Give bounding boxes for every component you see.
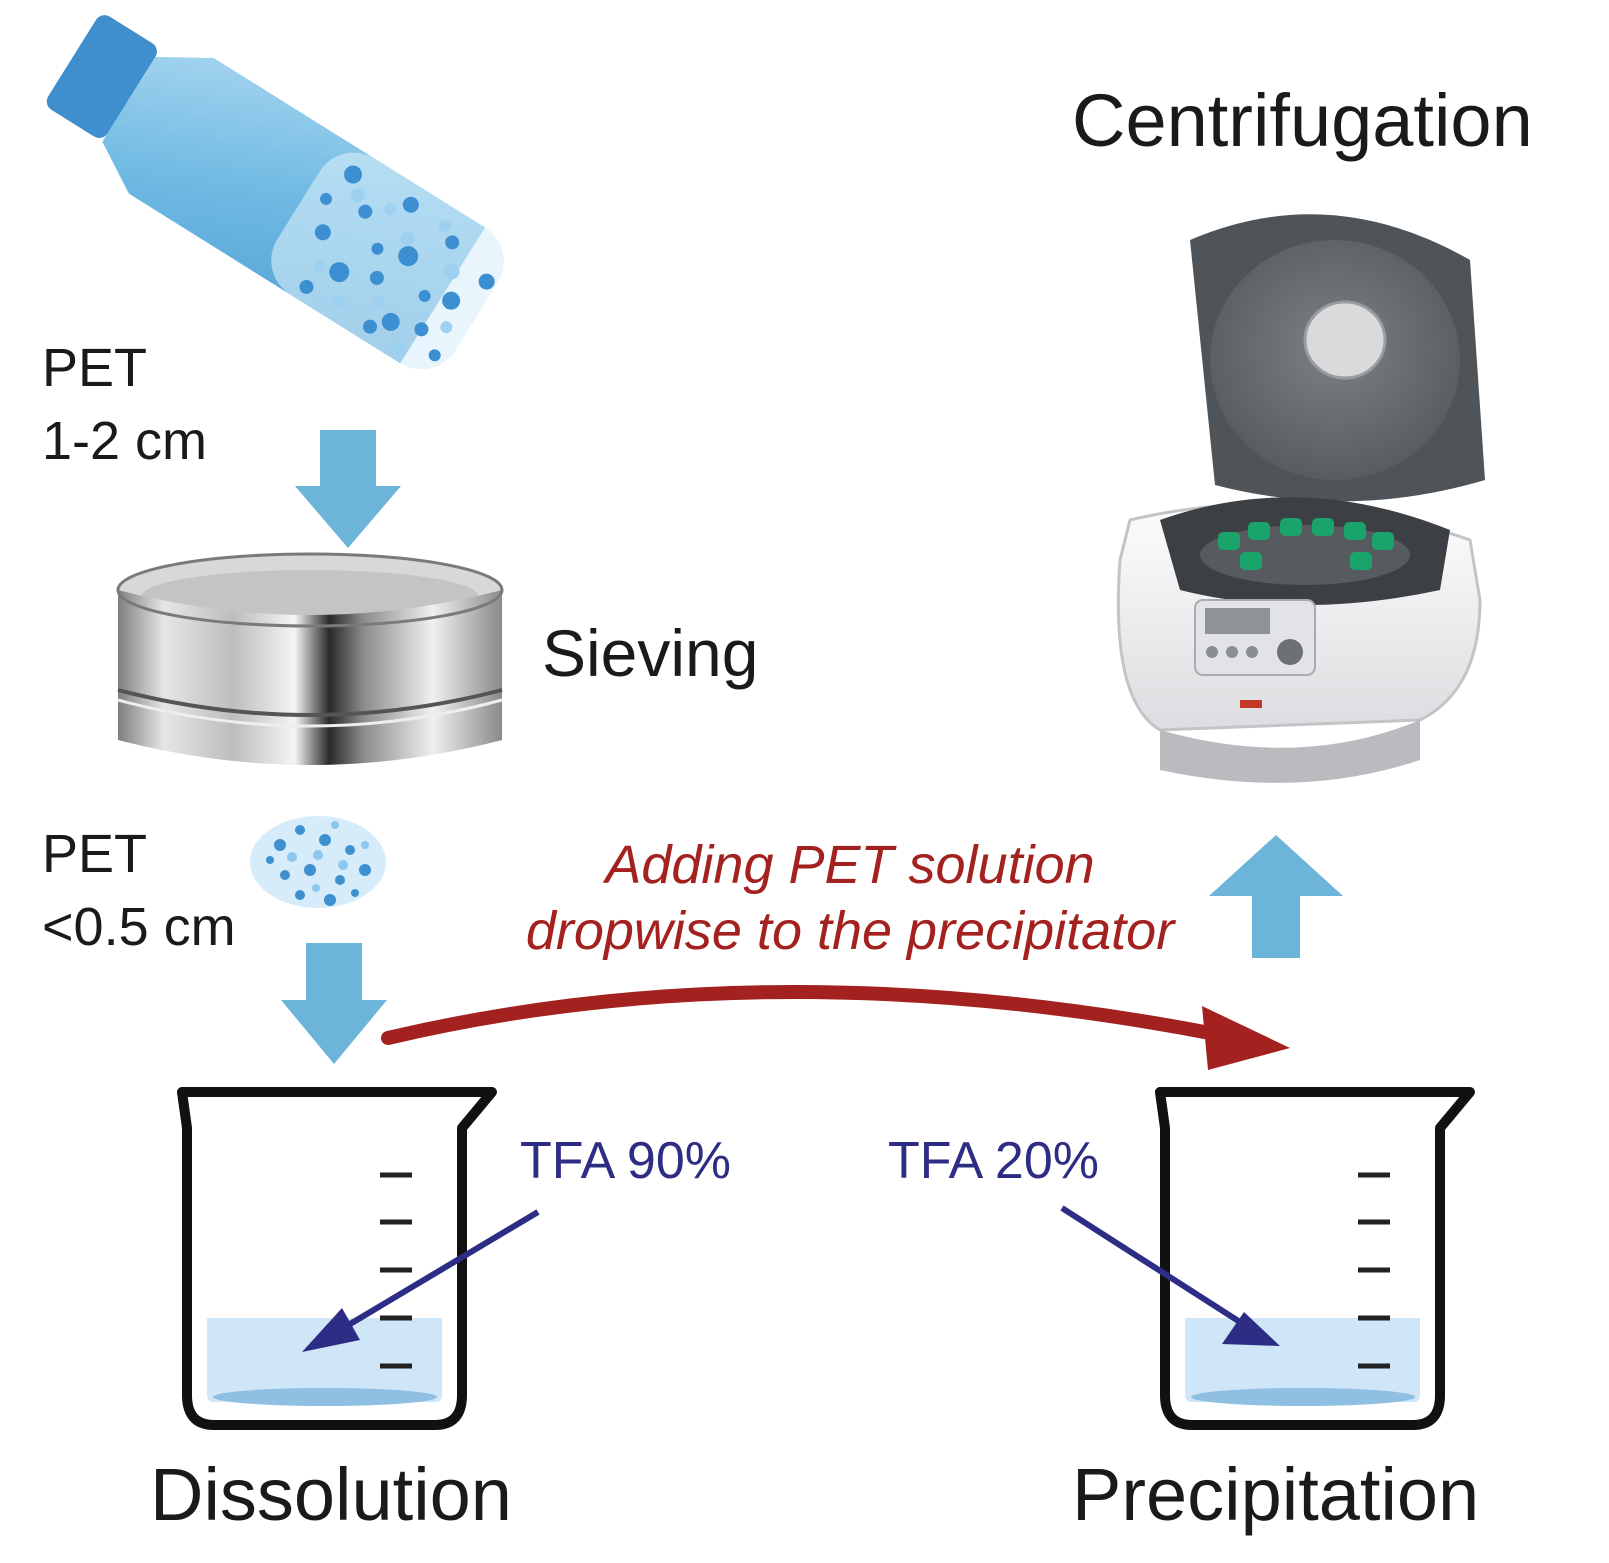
pet-large-size: 1-2 cm	[42, 410, 208, 471]
transfer-label: Adding PET solution dropwise to the prec…	[440, 832, 1260, 965]
tfa-20-label: TFA 20%	[888, 1132, 1099, 1190]
pet-large-label: PET 1-2 cm	[42, 332, 207, 478]
pet-small-material: PET	[42, 824, 148, 884]
pet-large-material: PET	[42, 338, 148, 398]
pet-flakes-icon	[250, 816, 386, 908]
centrifuge-icon	[1116, 214, 1485, 783]
flow-arrow-to-dissolution	[281, 943, 387, 1064]
tfa-90-label: TFA 90%	[520, 1132, 731, 1190]
dissolution-label: Dissolution	[150, 1453, 512, 1536]
solvent-arrow-precipitation	[1060, 1205, 1280, 1346]
flow-arrow-to-centrifugation	[1209, 835, 1343, 958]
beaker-icon	[177, 1087, 497, 1430]
beaker-icon	[1155, 1087, 1475, 1430]
pet-small-label: PET <0.5 cm	[42, 818, 236, 964]
precipitation-label: Precipitation	[1072, 1453, 1480, 1536]
centrifugation-label: Centrifugation	[1072, 79, 1533, 162]
solvent-arrow-dissolution	[302, 1209, 540, 1352]
transfer-label-line2: dropwise to the precipitator	[525, 901, 1175, 962]
transfer-arrow	[381, 984, 1290, 1070]
sieving-label: Sieving	[542, 616, 759, 690]
pet-bottle-icon	[46, 15, 504, 370]
flow-arrow-to-sieve	[295, 430, 401, 548]
pet-small-size: <0.5 cm	[42, 896, 236, 957]
sieve-icon	[116, 552, 504, 765]
transfer-label-line1: Adding PET solution	[605, 835, 1095, 895]
